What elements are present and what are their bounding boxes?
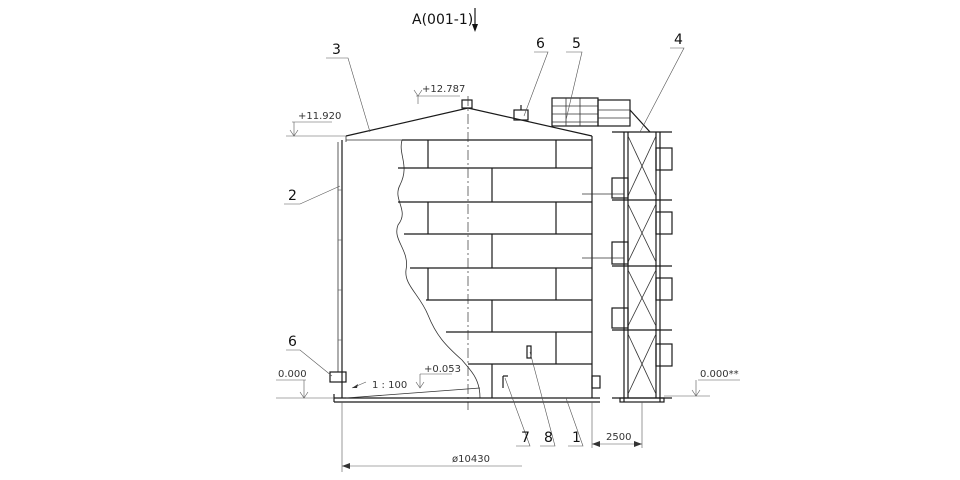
elevation-shell-top-label: +11.920: [298, 111, 341, 122]
tank-shell: [337, 136, 593, 398]
elevation-ground-left-label: 0.000: [278, 369, 307, 380]
callout-4: 4: [674, 32, 683, 48]
callout-1: 1: [572, 430, 581, 446]
roof-vent: [461, 99, 473, 109]
elevation-floor: +0.053: [415, 364, 461, 389]
callout-7: 7: [521, 430, 530, 446]
callout-6-left: 6: [288, 334, 297, 350]
elevation-ground-right: 0.000**: [664, 369, 740, 397]
drain-nozzle: [329, 371, 347, 383]
side-nozzle: [591, 375, 601, 389]
break-line: [396, 139, 481, 399]
diameter-label: ø10430: [452, 454, 490, 465]
callout-8: 8: [544, 430, 553, 446]
diameter-dimension: ø10430: [341, 402, 522, 472]
shell-plates: [398, 139, 592, 398]
tank-bottom: [329, 345, 601, 403]
section-arrow: [472, 8, 478, 32]
roof-platform: [551, 97, 651, 133]
elevation-ground-right-label: 0.000**: [700, 369, 739, 380]
callout-2: 2: [288, 188, 297, 204]
elevation-shell-top: +11.920: [286, 111, 346, 137]
stair-offset-label: 2500: [606, 432, 631, 443]
section-title: A(001-1): [412, 12, 473, 28]
elevation-top: +12.787: [413, 84, 465, 104]
elevation-floor-label: +0.053: [424, 364, 461, 375]
callout-3: 3: [332, 42, 341, 58]
slope-note: 1 : 100: [351, 380, 407, 391]
elevation-ground-left: 0.000: [276, 369, 334, 399]
callout-6-top: 6: [536, 36, 545, 52]
slope-label: 1 : 100: [372, 380, 407, 391]
stair-tower: [611, 131, 673, 403]
callout-5: 5: [572, 36, 581, 52]
stair-offset-dimension: 2500: [591, 402, 643, 448]
elevation-top-label: +12.787: [422, 84, 465, 95]
callout-leaders: [284, 47, 685, 447]
